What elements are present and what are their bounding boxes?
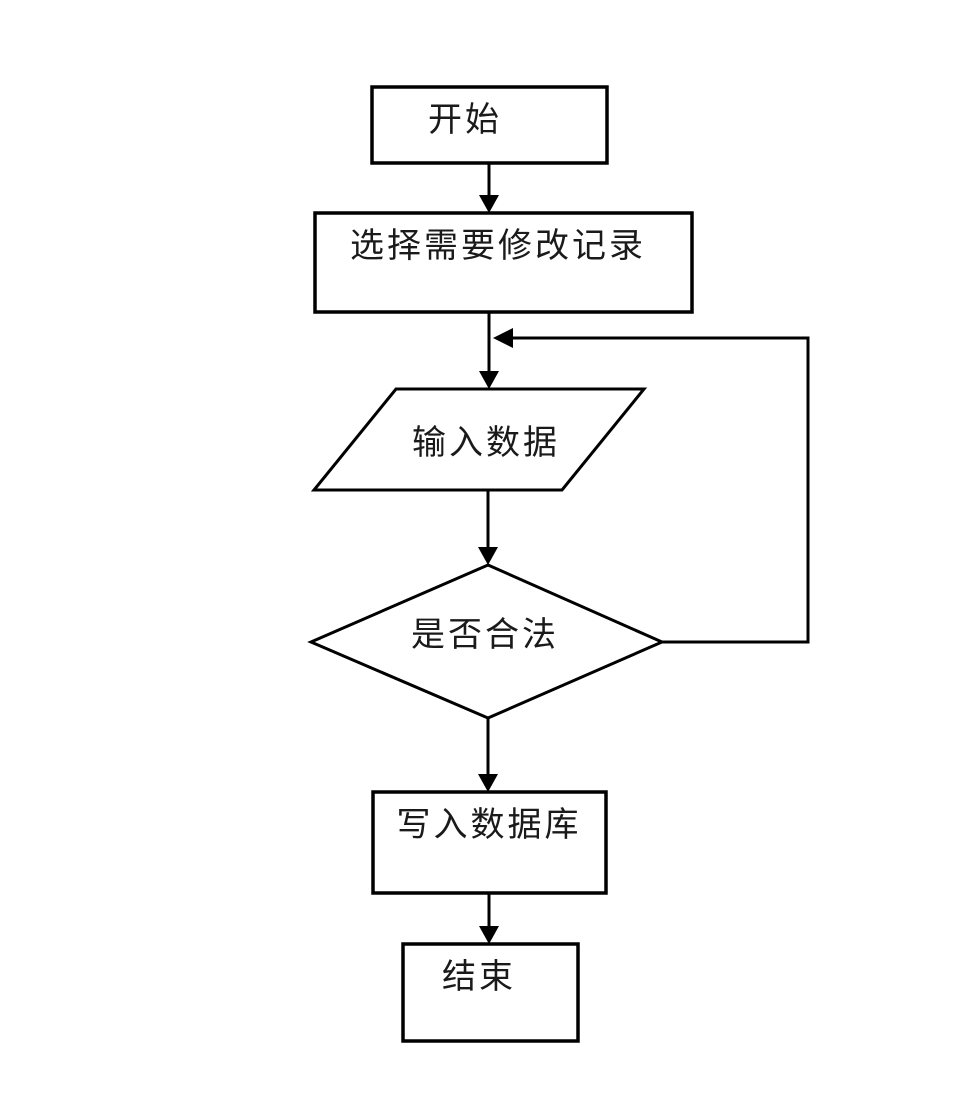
arrowhead-into-validate [478, 547, 498, 565]
arrowhead-into-end [479, 926, 499, 944]
start-node [370, 85, 609, 165]
write-db-node [371, 790, 608, 895]
arrowhead-into-input [479, 371, 499, 389]
validate-node [307, 563, 666, 720]
input-data-node-label: 输入数据 [412, 425, 560, 462]
select-record-node-label: 选择需要修改记录 [350, 228, 646, 265]
end-node [401, 942, 580, 1043]
arrowhead-loopback [493, 328, 513, 348]
start-node-label: 开始 [428, 102, 502, 139]
arrowhead-into-write [478, 774, 498, 792]
input-data-node [310, 387, 648, 492]
arrowhead-into-select [479, 195, 499, 213]
validate-node-label: 是否合法 [411, 617, 559, 654]
write-db-node-label: 写入数据库 [396, 807, 582, 844]
edge-validate-loopback [513, 336, 810, 644]
select-record-node [313, 211, 694, 314]
end-node-label: 结束 [442, 959, 516, 996]
